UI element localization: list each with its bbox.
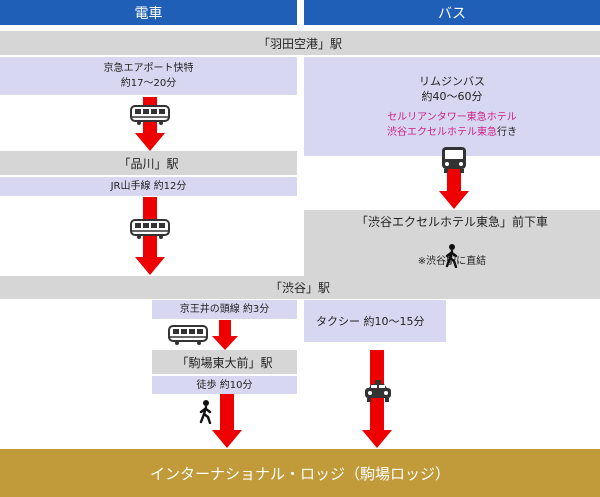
inokashira-label: 京王井の頭線 約3分	[179, 304, 270, 315]
arrow-shibuya-komaba	[212, 320, 238, 350]
station-haneda-label: 「羽田空港」駅	[257, 36, 342, 51]
walk-label: 徒歩 約10分	[196, 379, 253, 391]
header-bus-label: バス	[438, 5, 466, 22]
keikyu-line-label: 京急エアポート快特	[103, 63, 194, 74]
taxi-icon	[365, 380, 391, 402]
arrow-haneda-busstop	[439, 157, 469, 209]
station-shinagawa-label: 「品川」駅	[118, 156, 179, 171]
arrow-komaba-lodge	[212, 394, 242, 448]
station-haneda: 「羽田空港」駅	[0, 31, 600, 55]
header-bus: バス	[304, 0, 600, 25]
bus-stop-label: 「渋谷エクセルホテル東急」前下車	[355, 215, 548, 229]
hotel1-label: セルリアンタワー東急ホテル	[387, 111, 517, 123]
taxi-label: タクシー 約10～15分	[316, 314, 425, 328]
segment-taxi: タクシー 約10～15分	[304, 300, 446, 342]
segment-limousine: リムジンバス 約40～60分 セルリアンタワー東急ホテル 渋谷エクセルホテル東急…	[304, 57, 600, 156]
header-train: 電車	[0, 0, 297, 25]
segment-inokashira: 京王井の頭線 約3分	[152, 300, 297, 319]
station-shinagawa: 「品川」駅	[0, 151, 297, 175]
station-komaba-label: 「駒場東大前」駅	[176, 355, 273, 370]
walker-icon	[445, 244, 458, 268]
bus-stop-note: ※渋谷駅に直結	[417, 256, 487, 267]
destination-label: インターナショナル・ロッジ（駒場ロッジ）	[149, 464, 450, 483]
header-train-label: 電車	[134, 5, 163, 22]
train-icon	[168, 325, 208, 345]
station-shibuya: 「渋谷」駅	[0, 276, 600, 299]
segment-yamanote: JR山手線 約12分	[0, 177, 297, 196]
segment-walk: 徒歩 約10分	[152, 376, 297, 394]
station-shibuya-label: 「渋谷」駅	[269, 281, 330, 295]
limousine-time-label: 約40～60分	[421, 89, 483, 103]
hotel2-label: 渋谷エクセルホテル東急	[387, 126, 497, 138]
train-icon	[130, 105, 170, 125]
station-komaba: 「駒場東大前」駅	[152, 350, 297, 374]
bus-icon	[442, 147, 466, 173]
limousine-label: リムジンバス	[419, 74, 485, 88]
destination-box: インターナショナル・ロッジ（駒場ロッジ）	[0, 449, 600, 497]
keikyu-time-label: 約17～20分	[120, 78, 177, 89]
walker-icon	[199, 400, 212, 424]
arrow-taxi-lodge	[362, 350, 392, 448]
yamanote-label: JR山手線 約12分	[110, 181, 187, 192]
hotel-suffix-label: 行き	[497, 126, 517, 138]
bus-stop-box: 「渋谷エクセルホテル東急」前下車 ※渋谷駅に直結	[304, 210, 600, 276]
train-icon	[130, 219, 170, 239]
segment-keikyu: 京急エアポート快特 約17～20分	[0, 57, 297, 95]
arrow-haneda-shinagawa	[135, 97, 165, 151]
